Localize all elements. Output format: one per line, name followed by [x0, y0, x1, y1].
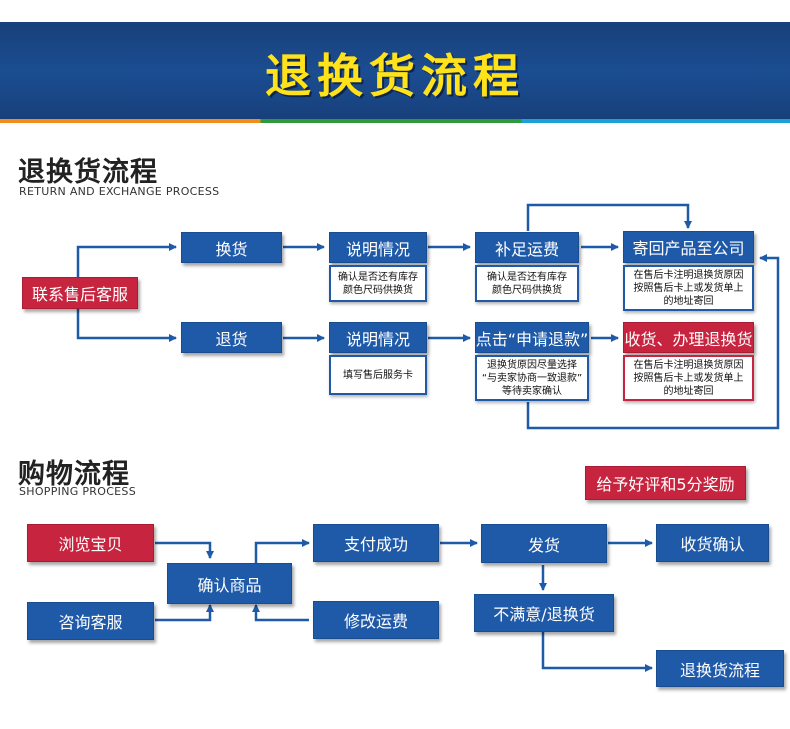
refund-box: 退货 [181, 322, 282, 353]
receive-process-box: 收货、办理退换货 [623, 322, 754, 353]
connector-loop-top [526, 203, 692, 231]
send-back-note: 在售后卡注明退换货原因 按照售后卡上或发货单上 的地址寄回 [623, 265, 754, 311]
return-process-box: 退换货流程 [656, 650, 784, 687]
reward-box: 给予好评和5分奖励 [585, 466, 746, 500]
shopping-section-title: 购物流程 [18, 459, 130, 490]
apply-refund-note: 退换货原因尽量选择 “与卖家协商一致退款” 等待卖家确认 [475, 355, 589, 401]
connector-browse-confirm [155, 541, 214, 559]
confirm-item-box: 确认商品 [167, 563, 292, 604]
ship-box: 发货 [481, 524, 607, 563]
unsatisfied-box: 不满意/退换货 [474, 594, 614, 632]
connector-unsatisfied-return [541, 632, 653, 672]
receive-process-note: 在售后卡注明退换货原因 按照售后卡上或发货单上 的地址寄回 [623, 355, 754, 401]
connector-loop-right [526, 254, 780, 430]
return-section-title: 退换货流程 [18, 157, 158, 188]
connector-start-exchange [76, 243, 177, 278]
connector-start-refund [76, 308, 177, 342]
supplement-fee-box: 补足运费 [475, 232, 579, 263]
connector-modify-confirm [252, 604, 309, 622]
pay-success-box: 支付成功 [313, 524, 439, 562]
browse-box: 浏览宝贝 [27, 524, 154, 562]
explain-note-1: 确认是否还有库存 颜色尺码供换货 [329, 265, 427, 302]
apply-refund-box: 点击“申请退款” [475, 322, 589, 353]
shopping-section-subtitle: SHOPPING PROCESS [19, 485, 137, 498]
consult-box: 咨询客服 [27, 602, 154, 640]
receive-confirm-box: 收货确认 [656, 524, 769, 562]
banner-stripe [0, 119, 790, 123]
header-banner [0, 22, 790, 122]
banner-title: 退换货流程 [265, 49, 525, 103]
connector-confirm-pay [254, 539, 310, 563]
connector-consult-confirm [155, 604, 214, 622]
explain-box-2: 说明情况 [329, 322, 427, 353]
modify-shipping-box: 修改运费 [313, 601, 439, 639]
explain-note-2: 填写售后服务卡 [329, 355, 427, 395]
return-section-subtitle: RETURN AND EXCHANGE PROCESS [19, 185, 220, 198]
explain-box-1: 说明情况 [329, 232, 427, 263]
send-back-box: 寄回产品至公司 [623, 231, 754, 263]
contact-service-box: 联系售后客服 [22, 277, 138, 309]
exchange-box: 换货 [181, 232, 282, 263]
supplement-note: 确认是否还有库存 颜色尺码供换货 [475, 265, 579, 302]
